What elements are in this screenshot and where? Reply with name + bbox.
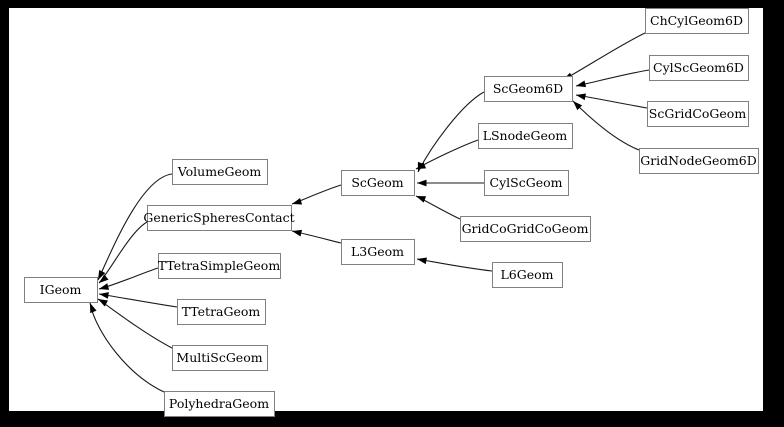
class-node-label: LSnodeGeom xyxy=(483,128,568,143)
class-node-polyhedrageom[interactable]: PolyhedraGeom xyxy=(164,391,275,417)
class-node-box[interactable] xyxy=(647,101,749,127)
class-node-box[interactable] xyxy=(172,159,268,185)
inheritance-edge-cylscgeom-to-scgeom xyxy=(417,179,484,187)
class-node-label: L3Geom xyxy=(351,244,404,259)
class-node-label: GridCoGridCoGeom xyxy=(462,221,589,236)
inheritance-edge-lsnodegeom-to-scgeom xyxy=(415,139,479,170)
class-node-label: GridNodeGeom6D xyxy=(640,153,757,168)
class-node-box[interactable] xyxy=(460,216,591,242)
inheritance-edge-scgeom-to-genericspherescontact xyxy=(291,184,342,205)
class-node-box[interactable] xyxy=(478,123,573,149)
class-node-cylscgeom6d[interactable]: CylScGeom6D xyxy=(649,55,749,81)
class-node-box[interactable] xyxy=(649,55,749,81)
class-node-cylscgeom[interactable]: CylScGeom xyxy=(484,170,569,196)
class-node-box[interactable] xyxy=(639,148,759,174)
inheritance-edge-gridcogridcogeom-to-scgeom xyxy=(415,195,461,220)
class-node-ttetrasimplegeom[interactable]: TTetraSimpleGeom xyxy=(158,253,281,279)
node-layer: IGeom VolumeGeomGenericSpheresContactTTet… xyxy=(24,8,759,417)
class-node-multiscgeom[interactable]: MultiScGeom xyxy=(172,345,268,371)
inheritance-edge-ttetrasimplegeom-to-igeom xyxy=(98,267,159,290)
class-node-box[interactable] xyxy=(341,239,415,265)
inheritance-edge-multiscgeom-to-igeom xyxy=(97,298,173,349)
class-node-label: MultiScGeom xyxy=(176,350,262,365)
class-node-box[interactable] xyxy=(177,299,266,325)
inheritance-edge-cylscgeom6d-to-scgeom6d xyxy=(575,69,650,88)
class-node-label: VolumeGeom xyxy=(177,164,262,179)
class-node-label: GenericSpheresContact xyxy=(143,210,294,225)
class-node-igeom[interactable]: IGeom xyxy=(24,277,98,303)
inheritance-edge-volumegeom-to-igeom xyxy=(97,173,173,281)
class-node-label: PolyhedraGeom xyxy=(169,396,269,411)
class-node-label: ScGridCoGeom xyxy=(649,106,747,121)
class-node-box[interactable] xyxy=(484,170,569,196)
diagram-canvas xyxy=(8,7,764,412)
inheritance-edge-scgridcogeom-to-scgeom6d xyxy=(575,93,648,109)
class-node-label: TTetraSimpleGeom xyxy=(158,258,281,273)
class-node-chcylgeom6d[interactable]: ChCylGeom6D xyxy=(645,8,749,34)
class-node-label: CylScGeom xyxy=(490,175,563,190)
class-node-lsnodegeom[interactable]: LSnodeGeom xyxy=(478,123,573,149)
class-node-box[interactable] xyxy=(484,76,573,102)
inheritance-edge-scgeom6d-to-scgeom xyxy=(417,91,485,173)
class-node-label: ChCylGeom6D xyxy=(650,13,743,28)
class-node-box[interactable] xyxy=(492,262,563,288)
class-node-label: L6Geom xyxy=(500,267,553,282)
class-node-gridcogridcogeom[interactable]: GridCoGridCoGeom xyxy=(460,216,591,242)
class-node-label: CylScGeom6D xyxy=(653,60,744,75)
edge-layer xyxy=(89,32,650,393)
inheritance-edge-l6geom-to-l3geom xyxy=(416,257,493,272)
class-node-label: ScGeom xyxy=(351,175,403,190)
class-node-gridnodegeom6d[interactable]: GridNodeGeom6D xyxy=(639,148,759,174)
class-node-scgeom6d[interactable]: ScGeom6D xyxy=(484,76,573,102)
class-node-box[interactable] xyxy=(172,345,268,371)
class-node-l3geom[interactable]: L3Geom xyxy=(341,239,415,265)
class-node-label: ScGeom6D xyxy=(493,81,563,96)
class-node-l6geom[interactable]: L6Geom xyxy=(492,262,563,288)
inheritance-edge-gridnodegeom6d-to-scgeom6d xyxy=(572,100,640,151)
class-node-box[interactable] xyxy=(164,391,275,417)
class-node-volumegeom[interactable]: VolumeGeom xyxy=(172,159,268,185)
inheritance-edge-genericspherescontact-to-igeom xyxy=(98,221,148,284)
class-node-scgeom[interactable]: ScGeom xyxy=(341,170,415,196)
inheritance-edge-polyhedrageom-to-igeom xyxy=(89,302,165,393)
class-node-scgridcogeom[interactable]: ScGridCoGeom xyxy=(647,101,749,127)
class-node-box[interactable] xyxy=(24,277,98,303)
class-node-box[interactable] xyxy=(341,170,415,196)
class-node-genericspherescontact[interactable]: GenericSpheresContact xyxy=(143,205,295,231)
class-node-label: TTetraGeom xyxy=(182,304,261,319)
class-node-ttetrageom[interactable]: TTetraGeom xyxy=(177,299,266,325)
class-node-box[interactable] xyxy=(147,205,292,231)
class-node-box[interactable] xyxy=(645,8,749,34)
inheritance-edge-l3geom-to-genericspherescontact xyxy=(291,229,342,244)
class-node-box[interactable] xyxy=(158,253,281,279)
class-node-label: IGeom xyxy=(40,282,82,297)
inheritance-edge-ttetrageom-to-igeom xyxy=(98,292,178,308)
